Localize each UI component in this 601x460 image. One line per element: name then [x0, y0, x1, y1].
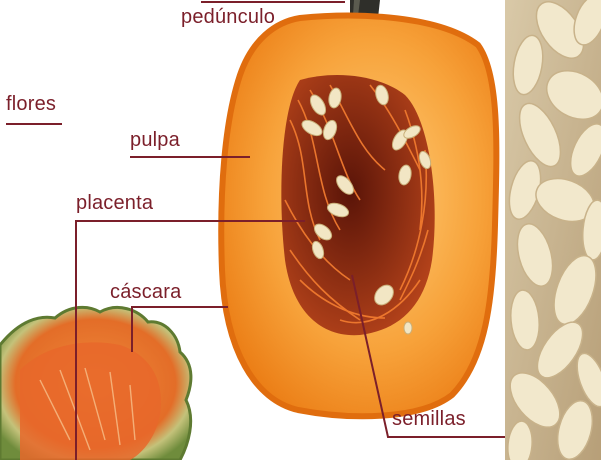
- label-peduncle: pedúnculo: [181, 6, 275, 29]
- label-pulp: pulpa: [130, 129, 180, 152]
- seed-photo-panel: [501, 0, 601, 460]
- squash-slice: [0, 307, 191, 460]
- label-rind: cáscara: [110, 281, 181, 304]
- pumpkin-half: [221, 16, 496, 417]
- label-seeds: semillas: [392, 408, 466, 431]
- label-placenta: placenta: [76, 192, 153, 215]
- label-flowers: flores: [6, 93, 56, 116]
